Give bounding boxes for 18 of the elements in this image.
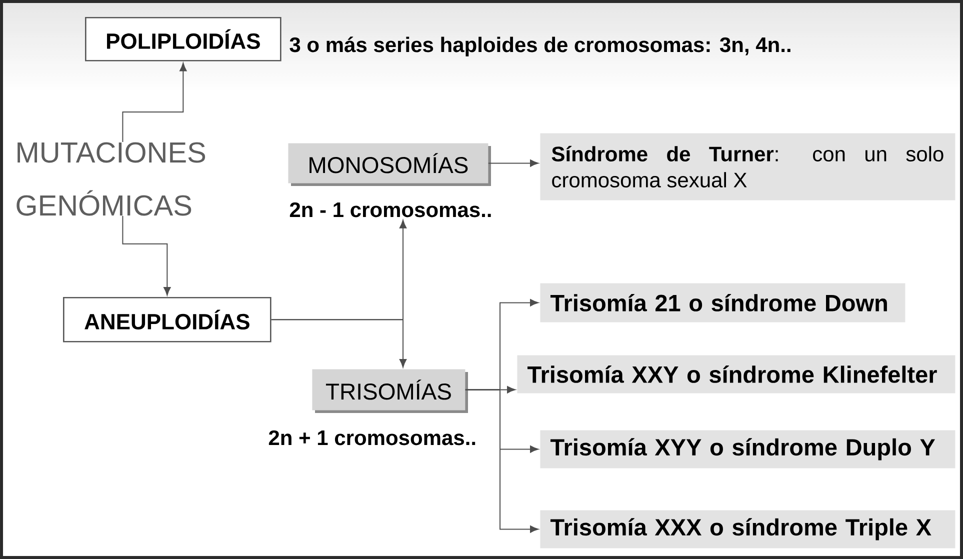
info-band: Trisomía XYY o síndrome Duplo Y bbox=[540, 430, 956, 468]
arrow bbox=[464, 389, 539, 533]
info-band: Trisomía 21 o síndrome Down bbox=[540, 283, 906, 322]
arrow bbox=[270, 319, 407, 368]
arrow bbox=[122, 215, 171, 296]
arrow bbox=[488, 160, 539, 167]
arrow bbox=[122, 62, 187, 142]
main-heading: MUTACIONES GENÓMICAS bbox=[16, 142, 206, 216]
category-box: MONOSOMÍAS bbox=[288, 143, 491, 186]
category-box: ANEUPLOIDÍAS bbox=[63, 297, 272, 342]
note-text: 2n - 1 cromosomas.. bbox=[290, 202, 491, 218]
category-box: TRISOMÍAS bbox=[312, 369, 468, 413]
note-text: 3 o más series haploides de cromosomas: 3n, 4n.. bbox=[290, 36, 790, 56]
note-text: 2n + 1 cromosomas.. bbox=[268, 430, 476, 446]
info-band: Trisomía XXX o síndrome Triple X bbox=[540, 510, 956, 548]
category-box: POLIPLOIDÍAS bbox=[85, 17, 282, 62]
info-band: Trisomía XXY o síndrome Klinefelter bbox=[517, 355, 956, 394]
info-band: Síndrome de Turner: con un solo cromosoma sexual X bbox=[540, 133, 956, 200]
